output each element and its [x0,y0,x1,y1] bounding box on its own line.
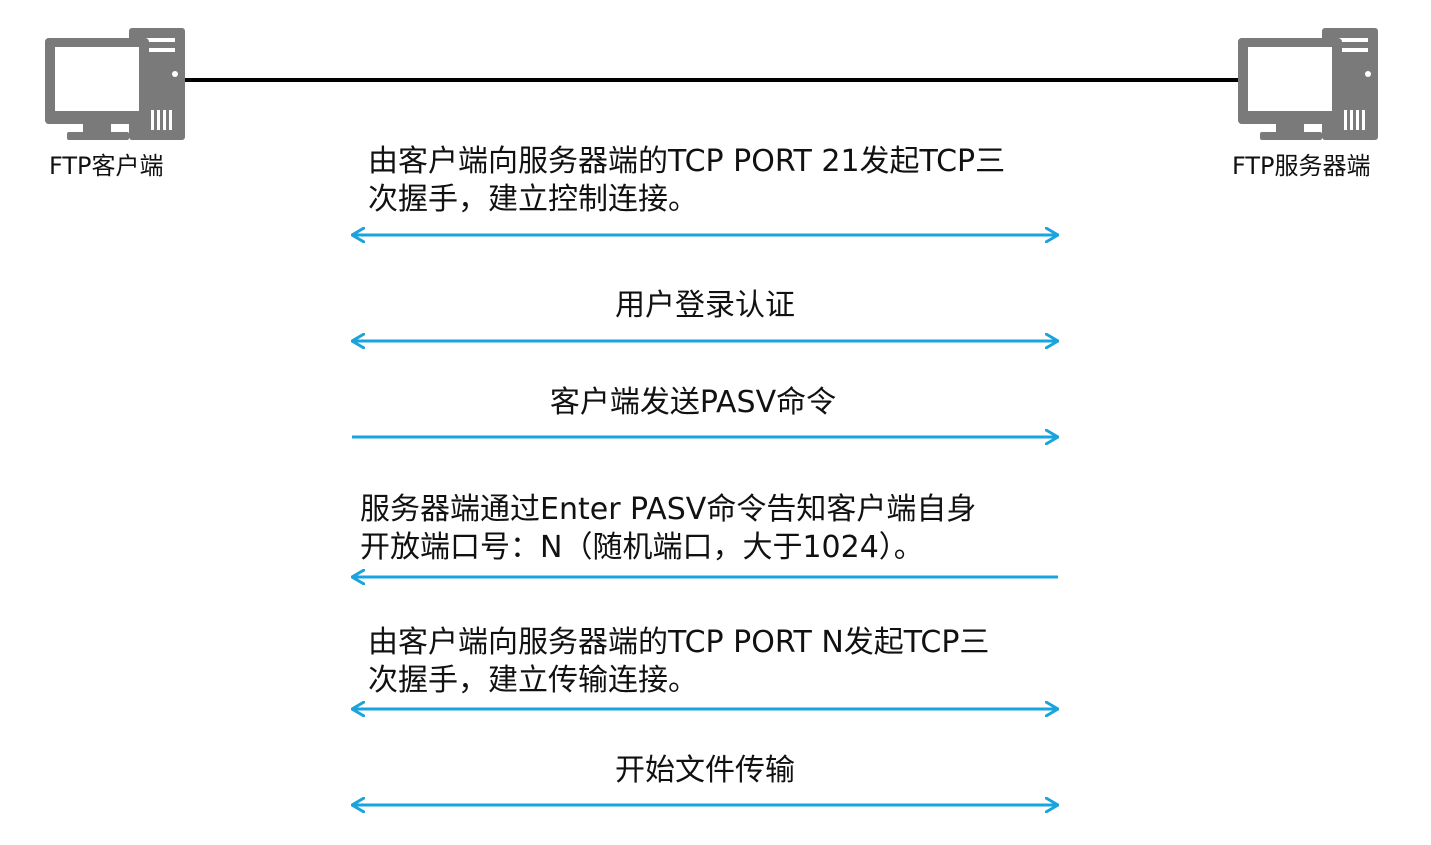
step-3-text: 客户端发送PASV命令 [549,385,837,420]
client-label: FTP客户端 [49,152,164,180]
step-6-text: 开始文件传输 [615,753,795,788]
client-computer-icon [45,28,185,140]
server-label: FTP服务器端 [1232,152,1371,180]
server-computer-icon [1238,28,1378,140]
step-2-text: 用户登录认证 [615,288,795,323]
step-1-text: 由客户端向服务器端的TCP PORT 21发起TCP三 次握手，建立控制连接。 [368,144,1006,217]
step-5-text: 由客户端向服务器端的TCP PORT N发起TCP三 次握手，建立传输连接。 [368,625,990,698]
step-4-text: 服务器端通过Enter PASV命令告知客户端自身 开放端口号：N（随机端口，大… [360,492,977,565]
